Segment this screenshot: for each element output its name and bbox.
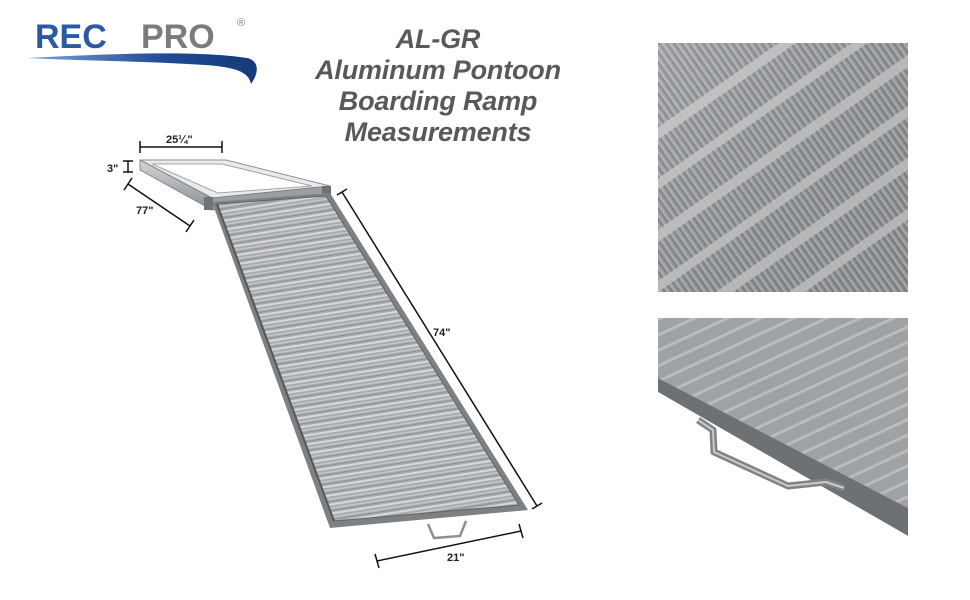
dim-line-ramp-width (376, 530, 522, 562)
title-line-model: AL-GR (395, 24, 481, 54)
ramp-end-handle (426, 520, 468, 540)
dim-line-frame-length (127, 183, 191, 227)
dim-ramp-length-label: 74" (433, 327, 450, 339)
title-line-product-2: Boarding Ramp (338, 86, 538, 116)
logo-pro-text: PRO (141, 18, 215, 56)
dim-line-ramp-length (341, 191, 538, 507)
dim-frame-length-label: 77" (136, 205, 153, 217)
title-line-product: Aluminum Pontoon (315, 55, 561, 85)
dim-frame-width-label: 25¼" (166, 134, 193, 146)
logo-swoosh (27, 53, 257, 84)
surface-closeup-image (658, 43, 908, 292)
registered-mark: ® (237, 17, 245, 29)
ramp-deck (212, 193, 528, 528)
title-line-measurements: Measurements (344, 117, 532, 147)
logo-rec-text: REC (35, 18, 107, 56)
ramp-diagram: 25¼" 3" 77" 74" 21" (107, 134, 543, 569)
handle-closeup-image (658, 318, 908, 536)
dim-ramp-width-label: 21" (447, 552, 464, 564)
recpro-logo: REC PRO ® (27, 17, 257, 84)
page-title: AL-GR Aluminum Pontoon Boarding Ramp Mea… (290, 24, 586, 148)
dim-frame-height-label: 3" (107, 163, 118, 175)
